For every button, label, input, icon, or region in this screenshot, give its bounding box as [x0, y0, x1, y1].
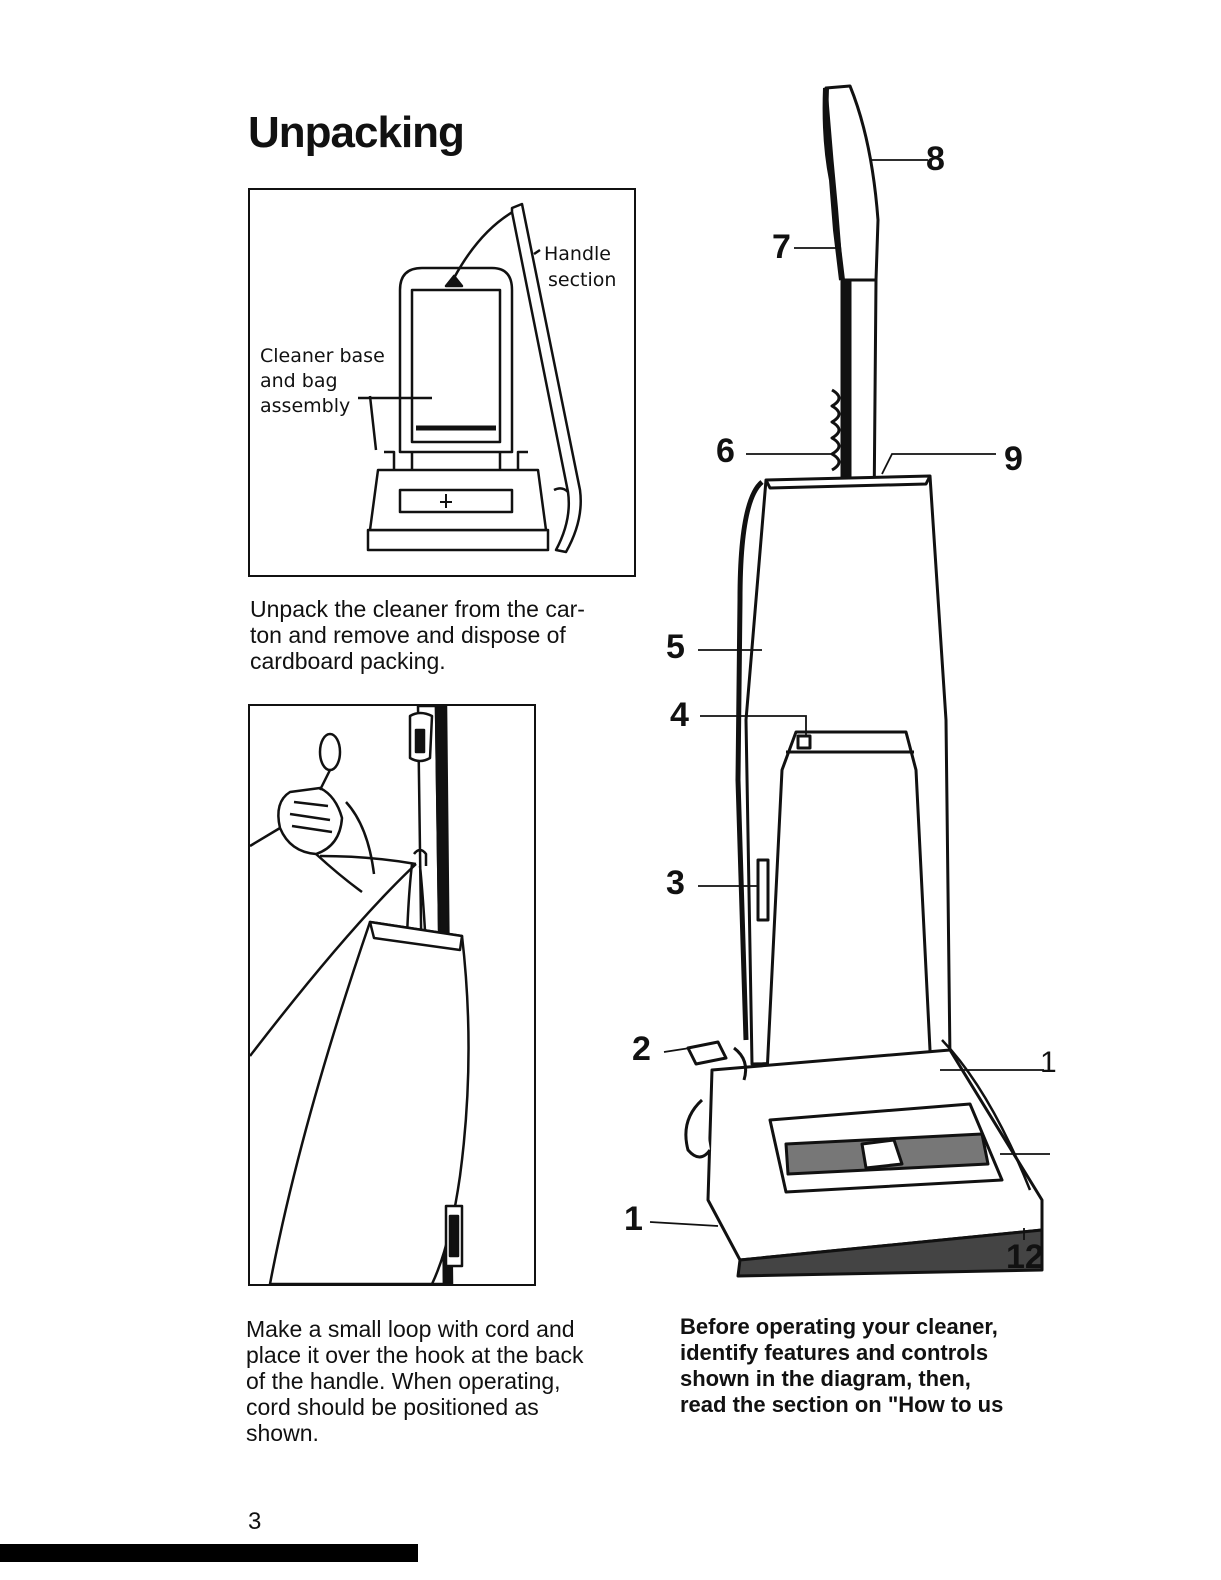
cleaner-base-label: Cleaner base: [260, 345, 385, 367]
handle-label: Handle: [544, 243, 612, 265]
vacuum-features-diagram: 8 7 6 9 5 4 3 2 1 1 12: [610, 80, 1060, 1300]
callout-8: 8: [926, 140, 945, 178]
callout-5: 5: [666, 628, 685, 666]
callout-11: 1: [1040, 1046, 1057, 1079]
bag-label: and bag: [260, 370, 338, 392]
callout-6: 6: [716, 432, 735, 470]
page-number: 3: [248, 1508, 262, 1535]
page-title: Unpacking: [248, 108, 465, 157]
callout-7: 7: [772, 228, 791, 266]
callout-3: 3: [666, 864, 685, 902]
cord-hook-illustration: [250, 706, 470, 1284]
assembly-label: assembly: [260, 395, 351, 417]
callout-12: 12: [1006, 1238, 1044, 1276]
unpack-instructions: Unpack the cleaner from the car- ton and…: [250, 596, 585, 674]
before-operating-note: Before operating your cleaner, identify …: [680, 1314, 1004, 1417]
callout-9: 9: [1004, 440, 1023, 478]
section-label: section: [548, 269, 617, 291]
callout-2: 2: [632, 1030, 651, 1068]
cord-loop-instructions: Make a small loop with cord and place it…: [246, 1316, 584, 1446]
unpacking-figure: Handle section Cleaner base and bag asse…: [248, 188, 636, 577]
callout-1: 1: [624, 1200, 643, 1238]
footer-bar: [0, 1544, 418, 1562]
upright-vacuum-illustration: [649, 84, 1050, 1278]
callout-4: 4: [670, 696, 689, 734]
cord-loop-figure: [248, 704, 536, 1286]
cleaner-parts-illustration: [358, 202, 582, 554]
